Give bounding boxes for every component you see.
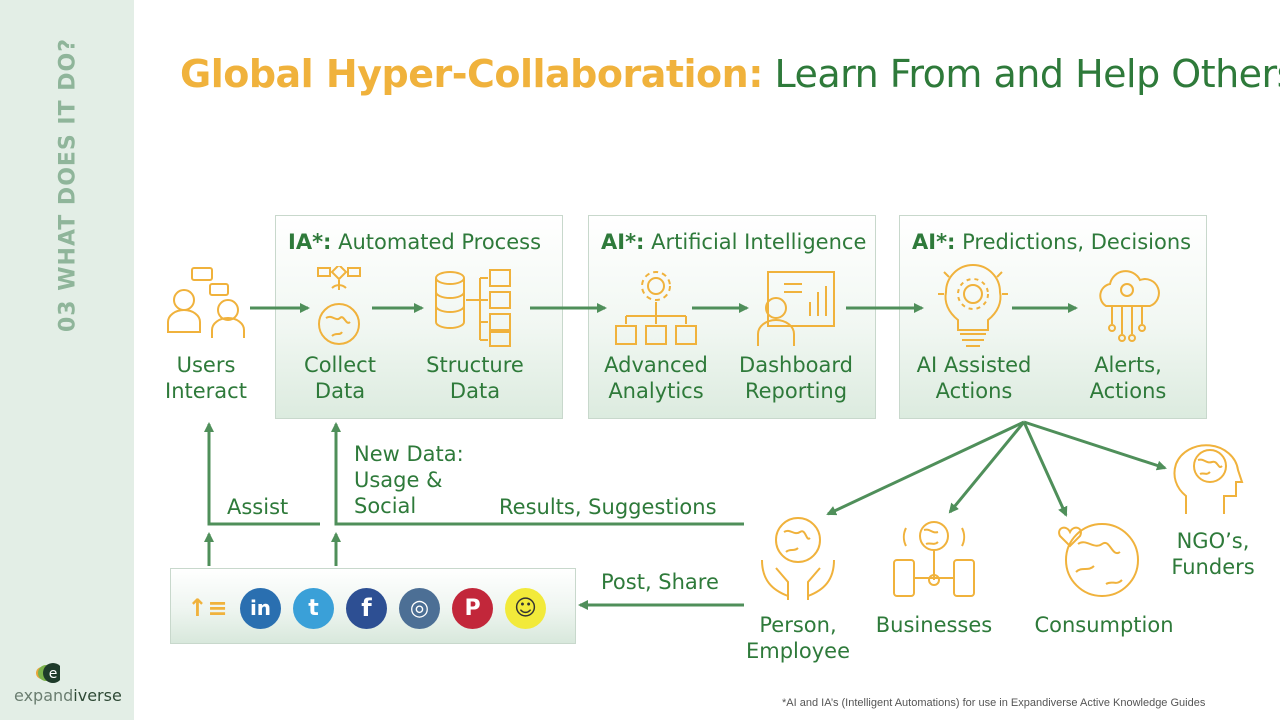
title-highlight: Global Hyper-Collaboration: [180,52,763,96]
snapchat-icon[interactable]: ☺ [505,588,546,629]
lightbulb-gear-icon [938,264,1008,347]
flow-label-results: Results, Suggestions [499,495,717,519]
panel-title: AI*: Artificial Intelligence [601,230,867,254]
pinterest-icon[interactable]: P [452,588,493,629]
instagram-icon[interactable]: ◎ [399,588,440,629]
node-ai-assisted-actions: AI Assisted Actions [916,353,1032,403]
head-globe-icon [1173,444,1244,514]
database-structure-icon [435,269,511,347]
sidebar: 03 WHAT DOES IT DO? e expandiverse [0,0,134,720]
node-businesses: Businesses [875,613,993,637]
node-advanced-analytics: Advanced Analytics [604,353,708,403]
logo-wordmark: expandiverse [14,686,122,705]
dashboard-presenter-icon [757,271,835,346]
feed-icon[interactable]: ↑≡ [187,594,228,622]
business-network-icon [893,521,975,597]
node-users-interact: Users Interact [165,353,247,403]
social-bar: ↑≡ in t f ◎ P ☺ [170,568,576,644]
globe-heart-icon [1058,523,1139,597]
panel-predictions-decisions: AI*: Predictions, Decisions [899,215,1207,419]
node-consumption: Consumption [1034,613,1174,637]
hands-globe-icon [761,517,835,600]
node-structure-data: Structure Data [426,353,524,403]
node-person-employee: Person, Employee [745,613,850,663]
expandiverse-logo: e expandiverse [10,660,125,710]
facebook-icon[interactable]: f [346,588,387,629]
title-rest: Learn From and Help Others [762,52,1280,96]
node-ngo-funders: NGO’s, Funders [1171,529,1255,579]
linkedin-icon[interactable]: in [240,588,281,629]
flow-label-new-data: New Data: Usage & Social [354,442,464,518]
flow-label-assist: Assist [227,495,289,519]
flow-label-post-share: Post, Share [601,570,719,594]
twitter-icon[interactable]: t [293,588,334,629]
node-collect-data: Collect Data [304,353,376,403]
footnote: *AI and IA’s (Intelligent Automations) f… [782,697,1206,709]
panel-automated-process: IA*: Automated Process [275,215,563,419]
users-chat-icon [167,267,245,338]
node-alerts-actions: Alerts, Actions [1089,353,1167,403]
panel-title: AI*: Predictions, Decisions [912,230,1192,254]
panel-title: IA*: Automated Process [288,230,542,254]
satellite-globe-icon [317,266,361,345]
page-title: Global Hyper-Collaboration: Learn From a… [180,52,1280,96]
node-dashboard-reporting: Dashboard Reporting [739,353,853,403]
analytics-hierarchy-icon [615,271,697,345]
cloud-circuit-icon [1099,270,1160,342]
svg-text:e: e [49,666,58,682]
logo-mark-icon: e [36,663,63,683]
